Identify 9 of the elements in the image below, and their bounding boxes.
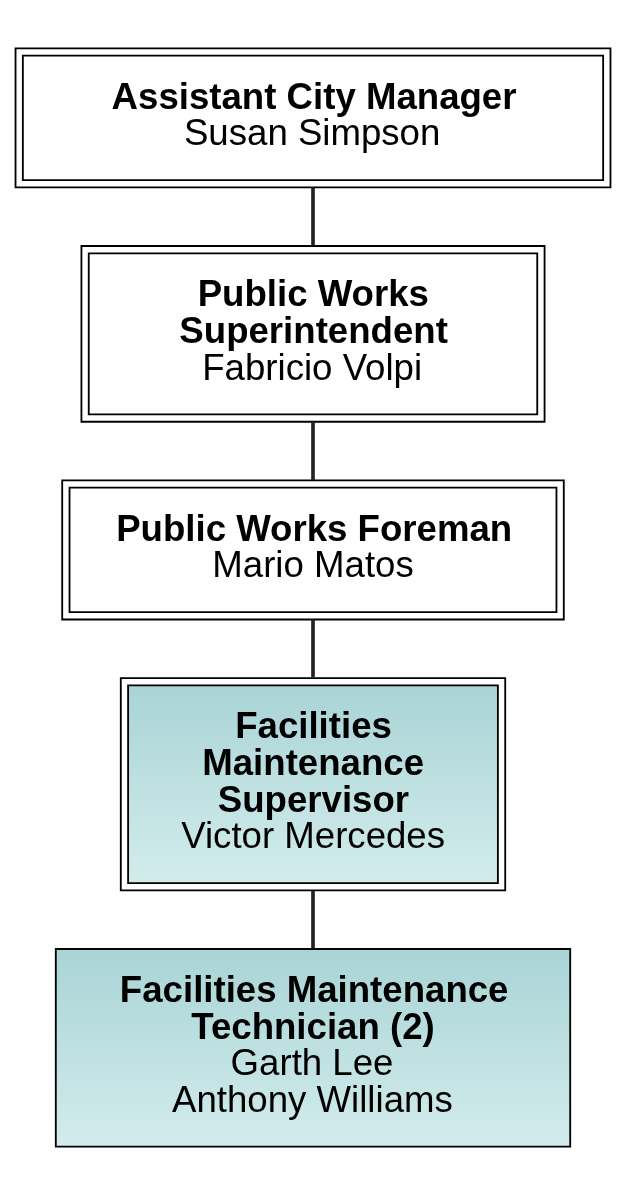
node-box: Facilities Maintenance Supervisor Victor Mercedes xyxy=(119,677,507,892)
connector xyxy=(311,187,315,246)
node-box: Public Works Foreman Mario Matos xyxy=(61,479,565,621)
node-box: Facilities Maintenance Technician (2) Garth Lee Anthony Williams xyxy=(54,948,572,1148)
connector xyxy=(311,619,315,678)
connector xyxy=(311,422,315,480)
node-box: Assistant City Manager Susan Simpson xyxy=(14,47,612,189)
connector xyxy=(311,891,315,949)
node-box: Public Works Superintendent Fabricio Volpi xyxy=(80,245,546,423)
